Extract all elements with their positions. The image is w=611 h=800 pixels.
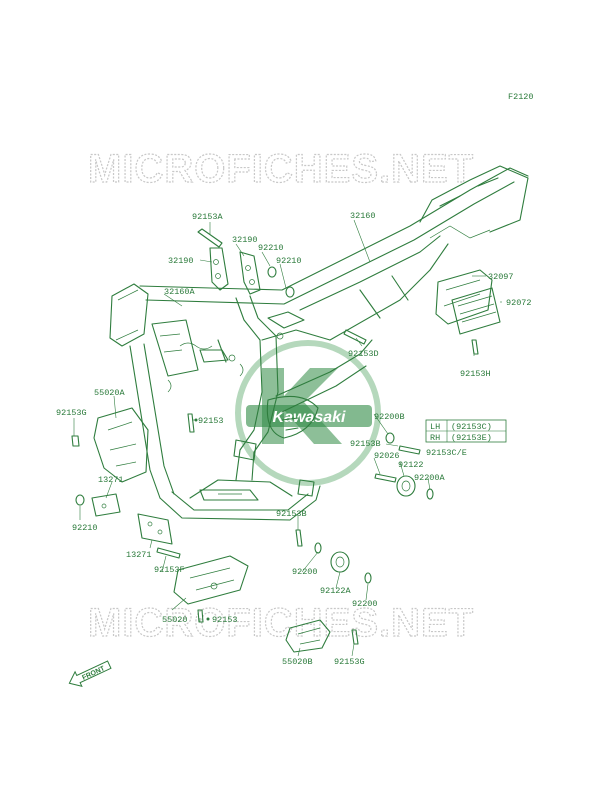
callout-label: 92210 bbox=[276, 256, 302, 266]
callout-label: 92200 bbox=[352, 599, 378, 609]
callout-label: 32160A bbox=[164, 287, 196, 297]
callout-label: 92153C/E bbox=[426, 448, 467, 458]
callout-label: 13271 bbox=[98, 475, 124, 485]
callout-dots bbox=[194, 418, 210, 621]
plate-13271-lower bbox=[137, 513, 173, 545]
bolt-92026 bbox=[374, 473, 397, 483]
callout-label: 92122 bbox=[398, 460, 424, 470]
callout-label: 92153A bbox=[192, 212, 224, 222]
callout-label: 92210 bbox=[72, 523, 98, 533]
callout-label: 92153G bbox=[334, 657, 365, 667]
ecu-92072 bbox=[451, 287, 501, 335]
figure-code: F2120 bbox=[508, 92, 534, 102]
callout-label: 55020B bbox=[282, 657, 313, 667]
callout-label: 92153B bbox=[276, 509, 307, 519]
bolt-92153-lower bbox=[197, 609, 204, 623]
ecu-bracket-32097 bbox=[435, 269, 493, 325]
watermark-top: MICROFICHES.NET bbox=[88, 147, 474, 191]
collar-92210-mid bbox=[285, 286, 295, 298]
legend-part-lh: (92153C) bbox=[451, 422, 492, 432]
callout-label: 55020 bbox=[162, 615, 188, 625]
main-frame-illustration bbox=[109, 165, 529, 521]
bolt-92153g-right bbox=[351, 629, 359, 645]
bolt-92153b-lower bbox=[295, 529, 303, 547]
leader-lines bbox=[73, 219, 502, 657]
skid-plate-55020 bbox=[173, 555, 249, 605]
damper-92122a bbox=[330, 551, 350, 573]
callout-label: 92153 bbox=[198, 416, 224, 426]
washer-92200a bbox=[426, 488, 434, 500]
callout-label: 92200A bbox=[414, 473, 446, 483]
callout-label: 92153 bbox=[212, 615, 238, 625]
callout-label: 55020A bbox=[94, 388, 126, 398]
callout-label: 92210 bbox=[258, 243, 284, 253]
callout-label: 92153B bbox=[350, 439, 381, 449]
washer-92200-b bbox=[364, 572, 372, 584]
callout-label: 92153G bbox=[56, 408, 87, 418]
callout-label: 92153D bbox=[348, 349, 379, 359]
kawasaki-logo: Kawasaki bbox=[235, 340, 381, 486]
guard-55020a bbox=[93, 407, 149, 483]
callout-label: 92122A bbox=[320, 586, 352, 596]
bolt-92153c-e bbox=[398, 445, 421, 455]
bolt-92153h bbox=[471, 339, 479, 355]
bolt-92153 bbox=[187, 413, 195, 433]
washer-92200b bbox=[385, 432, 395, 444]
callout-label: 92200B bbox=[374, 412, 405, 422]
legend-side-lh: LH bbox=[430, 422, 440, 432]
damper-92122 bbox=[396, 475, 416, 497]
bracket-32190-right bbox=[239, 251, 261, 295]
brand-name: Kawasaki bbox=[273, 409, 346, 426]
callout-label: 32190 bbox=[168, 256, 194, 266]
callout-label: 32190 bbox=[232, 235, 258, 245]
callouts: 92153A 32160 32190 92210 32190 92210 320… bbox=[56, 211, 532, 667]
collar-92210-upper bbox=[267, 266, 277, 278]
callout-label: 92153H bbox=[460, 369, 491, 379]
callout-label: 92072 bbox=[506, 298, 532, 308]
callout-label: 13271 bbox=[126, 550, 152, 560]
callout-label: 92026 bbox=[374, 451, 400, 461]
callout-label: 32097 bbox=[488, 272, 514, 282]
watermark-bottom: MICROFICHES.NET bbox=[88, 601, 474, 645]
side-legend: LH (92153C) RH (92153E) bbox=[425, 419, 507, 443]
legend-part-rh: (92153E) bbox=[451, 433, 492, 443]
bolt-92153f bbox=[156, 547, 181, 559]
legend-side-rh: RH bbox=[430, 433, 440, 443]
bolt-92153a bbox=[197, 228, 223, 248]
washer-92200-a bbox=[314, 542, 322, 554]
callout-label: 92153F bbox=[154, 565, 185, 575]
callout-label: 92200 bbox=[292, 567, 318, 577]
callout-label: 32160 bbox=[350, 211, 376, 221]
bolt-92153d bbox=[343, 329, 367, 345]
guard-55020b bbox=[285, 619, 331, 653]
bracket-32190-left bbox=[209, 247, 229, 291]
front-arrow-icon: FRONT bbox=[68, 660, 112, 688]
bolt-92153g-left bbox=[71, 435, 80, 447]
plate-13271-upper bbox=[91, 493, 121, 517]
collar-92210-lower bbox=[75, 494, 85, 506]
